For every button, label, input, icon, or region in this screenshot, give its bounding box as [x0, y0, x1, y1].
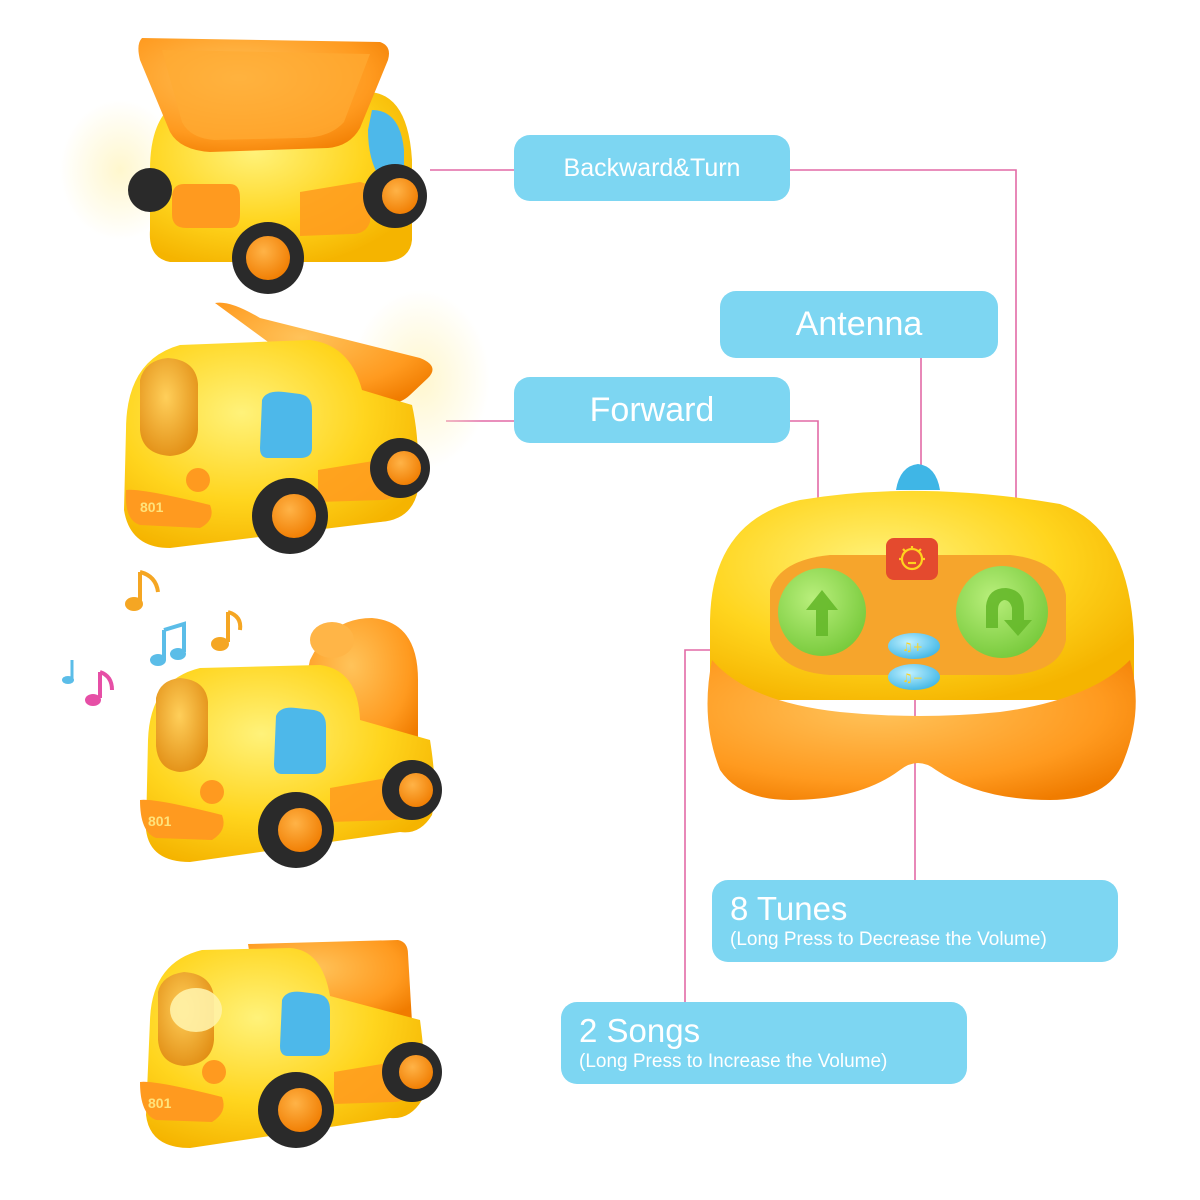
music-note-icon — [85, 670, 114, 706]
music-increase-button[interactable]: ♫+ — [888, 633, 940, 659]
forward-button[interactable] — [778, 568, 866, 656]
label-songs-title: 2 Songs — [579, 1012, 701, 1049]
box-truck: 801 — [140, 940, 442, 1148]
label-tunes-title: 8 Tunes — [730, 890, 848, 927]
forward-arrow-icon — [806, 590, 838, 636]
antenna — [896, 464, 940, 490]
music-note-icon — [125, 570, 160, 611]
music-note-icon — [62, 660, 74, 684]
cement-mixer-truck: 801 — [140, 618, 442, 868]
number-plate: 801 — [148, 1095, 172, 1111]
music-decrease-button[interactable]: ♫− — [888, 664, 940, 690]
label-songs-subtitle: (Long Press to Increase the Volume) — [579, 1051, 888, 1072]
turn-arrow-icon — [986, 588, 1032, 636]
music-note-icon — [211, 610, 243, 651]
music-minus-icon: ♫− — [902, 671, 923, 685]
label-forward-text: Forward — [589, 391, 715, 429]
turn-button[interactable] — [956, 566, 1048, 658]
music-plus-icon: ♫+ — [902, 640, 923, 654]
label-backward-turn: Backward&Turn — [514, 135, 790, 201]
dump-truck-rear — [60, 38, 427, 294]
label-8-tunes: 8 Tunes (Long Press to Decrease the Volu… — [712, 880, 1118, 962]
dump-truck-front: 801 — [124, 290, 490, 554]
light-icon — [899, 546, 925, 571]
label-backward-turn-text: Backward&Turn — [563, 154, 741, 182]
callout-line-backward-right — [790, 169, 1017, 612]
number-plate: 801 — [140, 499, 164, 515]
label-antenna: Antenna — [720, 291, 998, 358]
label-2-songs: 2 Songs (Long Press to Increase the Volu… — [561, 1002, 967, 1084]
remote-control: ♫+ ♫− — [707, 464, 1136, 800]
number-plate: 801 — [148, 813, 172, 829]
music-note-icon — [150, 621, 186, 666]
label-antenna-text: Antenna — [795, 305, 923, 343]
music-notes — [62, 570, 243, 706]
light-button[interactable] — [886, 538, 938, 580]
label-tunes-subtitle: (Long Press to Decrease the Volume) — [730, 929, 1047, 950]
label-forward: Forward — [514, 377, 790, 443]
